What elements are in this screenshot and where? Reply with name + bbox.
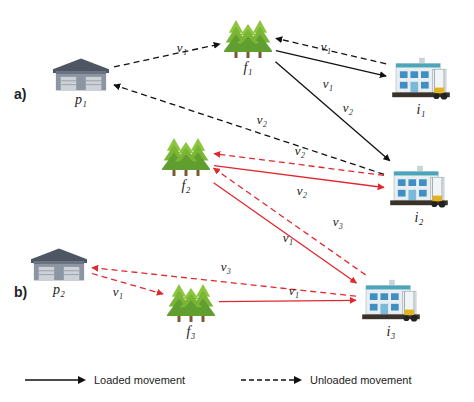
panel-label: b) (14, 284, 27, 300)
warehouse-icon (30, 246, 88, 282)
node-label: i₁ (388, 102, 454, 118)
loaded-movement-arrow (214, 183, 357, 283)
forest-node: f₂ (160, 134, 212, 194)
industry-icon (388, 162, 450, 210)
legend-line-sample (24, 375, 86, 385)
panel-label: a) (14, 86, 26, 102)
vehicle-label: v₂ (297, 183, 307, 199)
vehicle-label: v₂ (343, 100, 353, 116)
vehicle-label: v₂ (257, 112, 267, 128)
warehouse-icon (52, 56, 110, 92)
vehicle-label: v₃ (333, 214, 343, 230)
forest-icon (167, 280, 215, 324)
unloaded-movement-arrow (92, 274, 163, 295)
legend-text: Loaded movement (94, 374, 185, 386)
loaded-movement-arrow (276, 51, 386, 77)
node-label: i₃ (358, 324, 424, 340)
vehicle-label: v₁ (283, 230, 293, 246)
legend-entry: Unloaded movement (240, 374, 412, 386)
loaded-movement-arrow (276, 62, 390, 161)
vehicle-label: v₁ (289, 283, 299, 299)
legend-text: Unloaded movement (310, 374, 412, 386)
node-label: f₂ (160, 178, 212, 194)
warehouse-node: p₁ (50, 56, 112, 108)
unloaded-movement-arrow (276, 38, 386, 64)
vehicle-label: v₁ (323, 76, 333, 92)
forest-node: f₃ (165, 280, 217, 340)
legend-entry: Loaded movement (24, 374, 185, 386)
node-label: f₃ (165, 324, 217, 340)
industry-icon (390, 54, 452, 102)
industry-icon (360, 276, 422, 324)
legend-line-sample (240, 375, 302, 385)
node-label: i₂ (386, 210, 452, 226)
vehicle-label: v₃ (221, 259, 231, 275)
node-label: p₂ (28, 282, 90, 298)
forest-node: f₁ (222, 16, 274, 76)
vehicle-label: v₂ (295, 143, 305, 159)
industry-node: i₃ (358, 276, 424, 340)
unloaded-movement-arrow (114, 85, 384, 174)
unloaded-movement-arrow (214, 168, 366, 275)
forest-icon (162, 134, 210, 178)
unloaded-movement-arrow (114, 44, 220, 67)
node-label: p₁ (50, 92, 112, 108)
warehouse-node: p₂ (28, 246, 90, 298)
vehicle-label: v₁ (113, 284, 123, 300)
industry-node: i₁ (388, 54, 454, 118)
loaded-movement-arrow (219, 300, 356, 301)
forest-icon (224, 16, 272, 60)
industry-node: i₂ (386, 162, 452, 226)
node-label: f₁ (222, 60, 274, 76)
vehicle-label: v₁ (177, 40, 187, 56)
vehicle-label: v₁ (321, 39, 331, 55)
